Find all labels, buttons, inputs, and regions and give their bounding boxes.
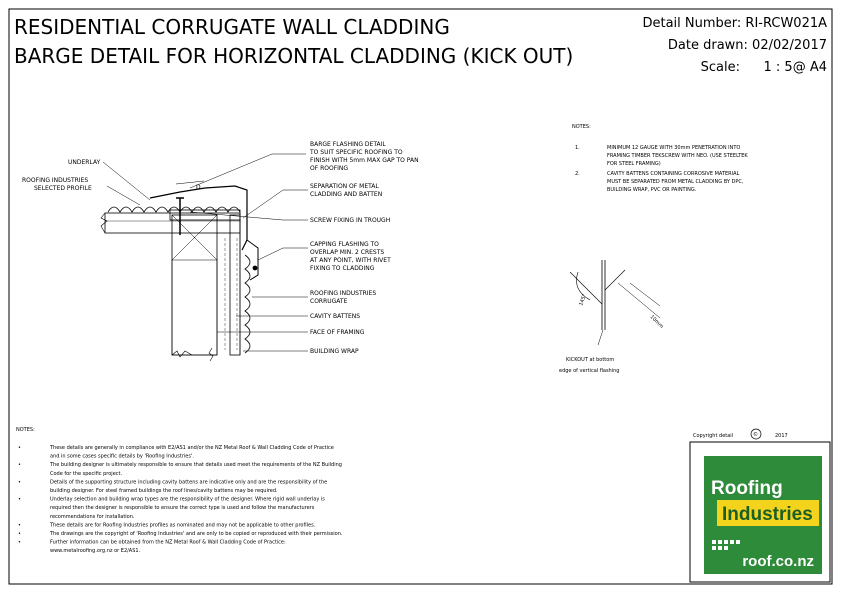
wall-framing [171, 214, 218, 356]
note-2-line-2: MUST BE SEPARATED FROM METAL CLADDING BY… [607, 179, 744, 185]
roofing-profile-label-2: SELECTED PROFILE [34, 185, 92, 192]
note-1-line-3: FOR STEEL FRAMING) [607, 161, 661, 167]
capping-label-3: AT ANY POINT, WITH RIVET [310, 257, 391, 264]
logo-dots [712, 540, 740, 550]
bottom-note-line: These details are generally in complianc… [49, 445, 334, 451]
logo-line-2: Industries [722, 504, 813, 525]
leader-lines [102, 153, 308, 352]
roof-rafter [104, 212, 241, 234]
barge-flashing [149, 185, 248, 251]
corrugate-label-2: CORRUGATE [310, 298, 348, 305]
barge-label-2: TO SUIT SPECIFIC ROOFING TO [309, 149, 403, 156]
note-bullet: • [18, 531, 21, 537]
copyright-icon [750, 428, 762, 440]
callouts: BARGE FLASHING DETAIL TO SUIT SPECIFIC R… [22, 141, 419, 355]
capping-label-1: CAPPING FLASHING TO [310, 241, 379, 248]
capping-flashing [246, 239, 259, 281]
wrap-label: BUILDING WRAP [310, 348, 359, 355]
rivet [252, 265, 258, 271]
bottom-note-line: www.metalroofing.org.nz or E2/AS1. [50, 548, 141, 554]
bottom-note-line: Underlay selection and building wrap typ… [50, 497, 325, 503]
bottom-note-line: The drawings are the copyright of 'Roofi… [49, 531, 343, 537]
barge-label-4: OF ROOFING [310, 165, 348, 172]
roof-corrugate [107, 206, 241, 213]
copyright-label: Copyright detail [693, 433, 733, 439]
barge-label-1: BARGE FLASHING DETAIL [310, 141, 386, 148]
notes-right: NOTES: 1. MINIMUM 12 GAUGE WITH 30mm PEN… [572, 124, 748, 193]
scale-value: 1 : 5@ A4 [764, 60, 827, 75]
bottom-note-line: and in some cases specific details by 'R… [50, 454, 194, 460]
roofing-profile-label-1: ROOFING INDUSTRIES [22, 177, 88, 184]
bottom-note-line: Details of the supporting structure incl… [50, 479, 327, 485]
copyright-symbol: © [753, 431, 758, 438]
kickout-detail [569, 260, 661, 346]
note-1-line-1: MINIMUM 12 GAUGE WITH 30mm PENETRATION I… [607, 145, 740, 151]
bottom-note-line: The building designer is ultimately resp… [49, 462, 342, 468]
notes-bottom-heading: NOTES: [16, 427, 35, 433]
note-1-line-2: FRAMING TIMBER TEKSCREW WITH NEO. (USE S… [607, 153, 748, 159]
logo-url: roof.co.nz [742, 553, 814, 570]
bottom-note-line: These details are for Roofing Industries… [49, 522, 316, 528]
note-bullet: • [18, 497, 21, 503]
capping-label-2: OVERLAP MIN. 2 CRESTS [310, 249, 384, 256]
bottom-note-line: recommendations for installation. [50, 514, 135, 520]
notes-bottom: NOTES: • These details are generally in c… [16, 427, 343, 554]
face-label: FACE OF FRAMING [310, 329, 365, 336]
kickout-dim: 10mm [649, 314, 665, 330]
title-line-2: BARGE DETAIL FOR HORIZONTAL CLADDING (KI… [14, 44, 573, 68]
note-bullet: • [18, 445, 21, 451]
copyright-year: 2017 [775, 433, 788, 439]
date-drawn: Date drawn: 02/02/2017 [668, 38, 827, 53]
wall-corrugate [244, 254, 251, 354]
note-bullet: • [18, 522, 21, 528]
separation-label-2: CLADDING AND BATTEN [310, 191, 382, 198]
dim-d-label: D [196, 184, 201, 191]
logo-frame [689, 441, 831, 583]
title-line-1: RESIDENTIAL CORRUGATE WALL CLADDING [14, 15, 450, 39]
notes-right-heading: NOTES: [572, 124, 591, 130]
logo-line-1: Roofing [711, 478, 783, 499]
capping-label-4: FIXING TO CLADDING [310, 265, 375, 272]
note-bullet: • [18, 540, 21, 546]
bottom-note-line: Further information can be obtained from… [50, 540, 286, 546]
note-2-line-1: CAVITY BATTENS CONTAINING CORROSIVE MATE… [607, 171, 740, 177]
separation-label-1: SEPARATION OF METAL [310, 183, 379, 190]
sheet-border [8, 8, 833, 585]
note-2-num: 2. [575, 171, 580, 177]
note-bullet: • [18, 462, 21, 468]
note-1-num: 1. [575, 145, 580, 151]
bottom-note-line: building designer. For steel framed buil… [50, 488, 278, 494]
kickout-caption-2: edge of vertical flashing [559, 368, 619, 374]
kickout-angle: 145° [578, 293, 588, 307]
roofing-industries-logo: Roofing Industries roof.co.nz [704, 456, 822, 574]
logo-yellow-band [717, 500, 819, 526]
corrugate-label-1: ROOFING INDUSTRIES [310, 290, 376, 297]
screw-label: SCREW FIXING IN TROUGH [310, 217, 390, 224]
bottom-note-line: Code for the specific project. [50, 471, 122, 477]
note-bullet: • [18, 479, 21, 485]
underlay-label: UNDERLAY [68, 159, 101, 166]
note-2-line-3: BUILDING WRAP, PVC OR PAINTING. [607, 187, 697, 193]
cavity-label: CAVITY BATTENS [310, 313, 360, 320]
bottom-note-line: required then the designer is responsibl… [50, 505, 315, 511]
kickout-caption-1: KICKOUT at bottom [566, 357, 614, 363]
barge-label-3: FINISH WITH 5mm MAX GAP TO PAN [310, 157, 419, 164]
cavity-batten [229, 214, 241, 356]
detail-number: Detail Number: RI-RCW021A [642, 16, 827, 31]
scale-label: Scale: [701, 60, 740, 75]
barge-detail-drawing [100, 185, 259, 362]
